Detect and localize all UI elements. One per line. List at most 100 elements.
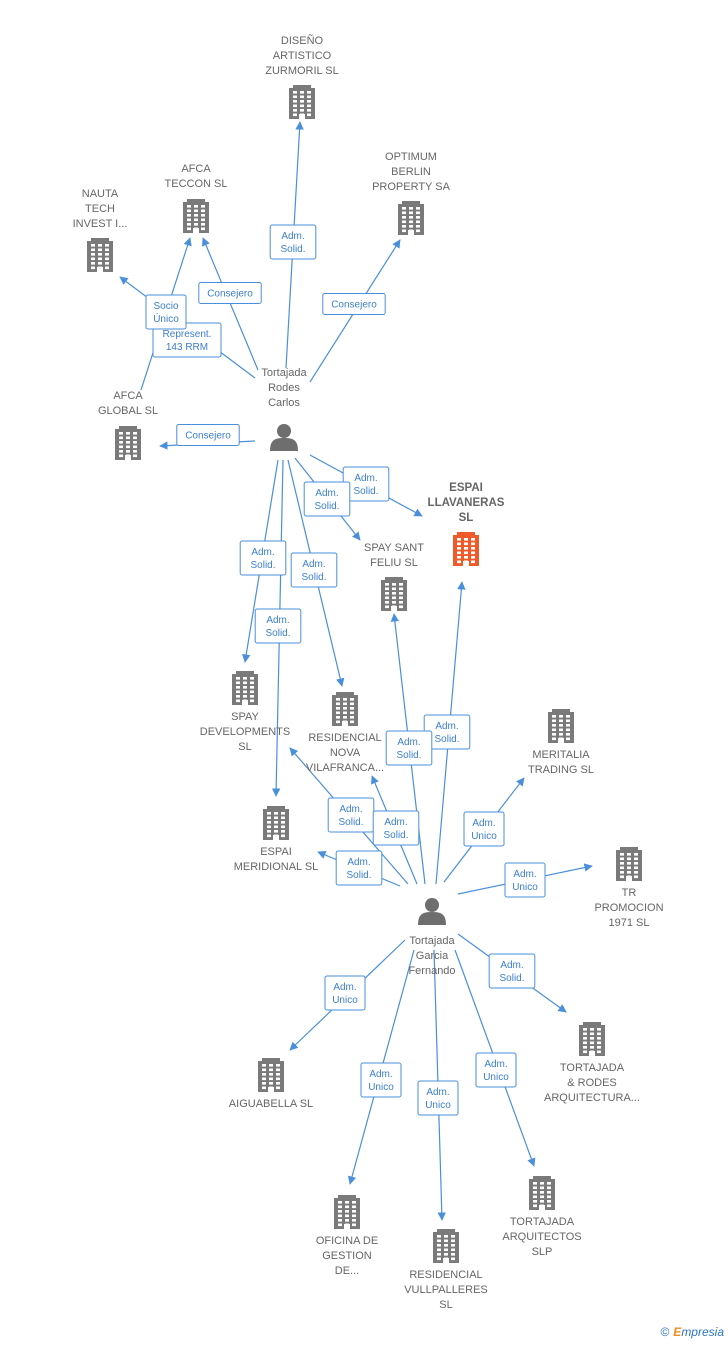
- edge-label-fernando-to-spay_dev[interactable]: Adm. Solid.: [327, 797, 375, 833]
- node-label: AFCA: [181, 163, 211, 175]
- node-label: TORTAJADA: [510, 1216, 575, 1228]
- edge-label-text: Adm.: [251, 547, 274, 558]
- node-label: SL: [238, 741, 251, 753]
- node-label: AFCA: [113, 390, 143, 402]
- edge-label-fernando-to-tortajada_arq[interactable]: Adm.Unico: [475, 1052, 517, 1088]
- node-label: LLAVANERAS: [428, 497, 505, 509]
- building-icon: [381, 577, 407, 611]
- edge-label-text: Solid.: [265, 628, 290, 639]
- edge-label-fernando-to-residencial_vull[interactable]: Adm. Unico: [417, 1080, 459, 1116]
- node-label: RESIDENCIAL: [409, 1269, 482, 1281]
- edge-label-fernando-to-meritalia[interactable]: Adm.Unico: [463, 811, 505, 847]
- empresia-footer[interactable]: ©Empresia: [660, 1325, 724, 1339]
- edge-label-box: [290, 552, 338, 588]
- edge-label-carlos-to-spay_sant[interactable]: Adm.Solid.: [303, 481, 351, 517]
- node-afca_teccon[interactable]: AFCA TECCON SL: [165, 163, 228, 233]
- person-icon: [418, 898, 446, 925]
- edge-label-fernando-to-espai_merid[interactable]: Adm.Solid.: [335, 850, 383, 886]
- node-label: ESPAI: [449, 482, 483, 494]
- node-label: SLP: [532, 1246, 553, 1258]
- edge-label-fernando-to-aiguabella[interactable]: Adm. Unico: [324, 975, 366, 1011]
- edge-label-text: Adm.: [302, 559, 325, 570]
- node-label: SL: [459, 512, 474, 524]
- node-label: MERITALIA: [532, 749, 590, 761]
- node-label: ARQUITECTURA...: [544, 1092, 640, 1104]
- node-label: TECCON SL: [165, 178, 228, 190]
- node-label: NOVA: [330, 747, 361, 759]
- edge-label-carlos-to-optimum[interactable]: Consejero: [322, 293, 386, 315]
- edge-label-fernando-to-spay_sant[interactable]: Adm.Solid.: [385, 730, 433, 766]
- edge-label-text: Adm.: [426, 1087, 449, 1098]
- node-label: TR: [622, 887, 637, 899]
- edge-label-text: Solid.: [338, 817, 363, 828]
- node-espai_merid[interactable]: ESPAI MERIDIONAL SL: [234, 806, 319, 873]
- edge-label-carlos-to-nauta[interactable]: Represent.143 RRM: [152, 322, 222, 358]
- edge-label-text: Represent.: [163, 329, 212, 340]
- edge-label-text: Unico: [332, 995, 358, 1006]
- edges-layer: [119, 121, 593, 1221]
- edge-label-carlos-to-spay_dev[interactable]: Adm. Solid.: [239, 540, 287, 576]
- edge-label-text: Adm.: [435, 721, 458, 732]
- node-label: NAUTA: [82, 188, 119, 200]
- node-label: OFICINA DE: [316, 1235, 378, 1247]
- building-icon: [115, 426, 141, 460]
- edge-label-text: Consejero: [185, 431, 231, 442]
- edge-label-text: Adm.: [500, 960, 523, 971]
- building-icon: [289, 85, 315, 119]
- edge-label-box: [176, 424, 240, 446]
- edge-label-text: Solid.: [383, 830, 408, 841]
- edge-label-box: [324, 975, 366, 1011]
- node-oficina[interactable]: OFICINA DEGESTIONDE...: [316, 1195, 378, 1277]
- edge-label-carlos-to-espai_merid[interactable]: Adm.Solid.: [254, 608, 302, 644]
- edge-label-text: Adm.: [354, 473, 377, 484]
- edge-label-text: Adm.: [339, 804, 362, 815]
- edge-label-text: Solid.: [301, 572, 326, 583]
- edge-label-text: Consejero: [331, 300, 377, 311]
- edge-label-fernando-to-residencial_nova[interactable]: Adm.Solid.: [372, 810, 420, 846]
- node-label: ESPAI: [260, 846, 292, 858]
- edge-label-carlos-to-afca_teccon[interactable]: Consejero: [198, 282, 262, 304]
- edge-label-text: Adm.: [333, 982, 356, 993]
- building-icon: [334, 1195, 360, 1229]
- edge-label-fernando-to-oficina[interactable]: Adm.Unico: [360, 1062, 402, 1098]
- edge-label-text: Adm.: [315, 488, 338, 499]
- edge-label-box: [198, 282, 262, 304]
- node-label: VILAFRANCA...: [306, 762, 384, 774]
- edge-label-carlos-to-disenyo[interactable]: Adm.Solid.: [269, 224, 317, 260]
- edge-label-text: Adm.: [472, 818, 495, 829]
- building-icon: [332, 692, 358, 726]
- node-label: DE...: [335, 1265, 359, 1277]
- node-aiguabella[interactable]: AIGUABELLA SL: [229, 1058, 313, 1110]
- node-espai_llav[interactable]: ESPAI LLAVANERAS SL: [428, 482, 505, 566]
- node-label: MERIDIONAL SL: [234, 861, 319, 873]
- edge-label-text: Solid.: [250, 560, 275, 571]
- node-residencial_nova[interactable]: RESIDENCIALNOVAVILAFRANCA...: [306, 692, 384, 774]
- edge-label-box: [152, 322, 222, 358]
- node-label: BERLIN: [391, 166, 431, 178]
- edge-label-text: Unico: [425, 1100, 451, 1111]
- building-icon: [529, 1176, 555, 1210]
- building-icon: [398, 201, 424, 235]
- edge-label-carlos-to-afca_global[interactable]: Consejero: [176, 424, 240, 446]
- edge-label-text: Adm.: [397, 737, 420, 748]
- node-tortajada_rodes[interactable]: TORTAJADA& RODESARQUITECTURA...: [544, 1022, 640, 1104]
- edge-label-fernando-to-tortajada_rodes[interactable]: Adm.Solid.: [488, 953, 536, 989]
- edge-label-box: [504, 862, 546, 898]
- edge-label-carlos-to-residencial_nova[interactable]: Adm. Solid.: [290, 552, 338, 588]
- edge-label-fernando-to-tr_promocion[interactable]: Adm.Unico: [504, 862, 546, 898]
- node-label: SPAY SANT: [364, 542, 424, 554]
